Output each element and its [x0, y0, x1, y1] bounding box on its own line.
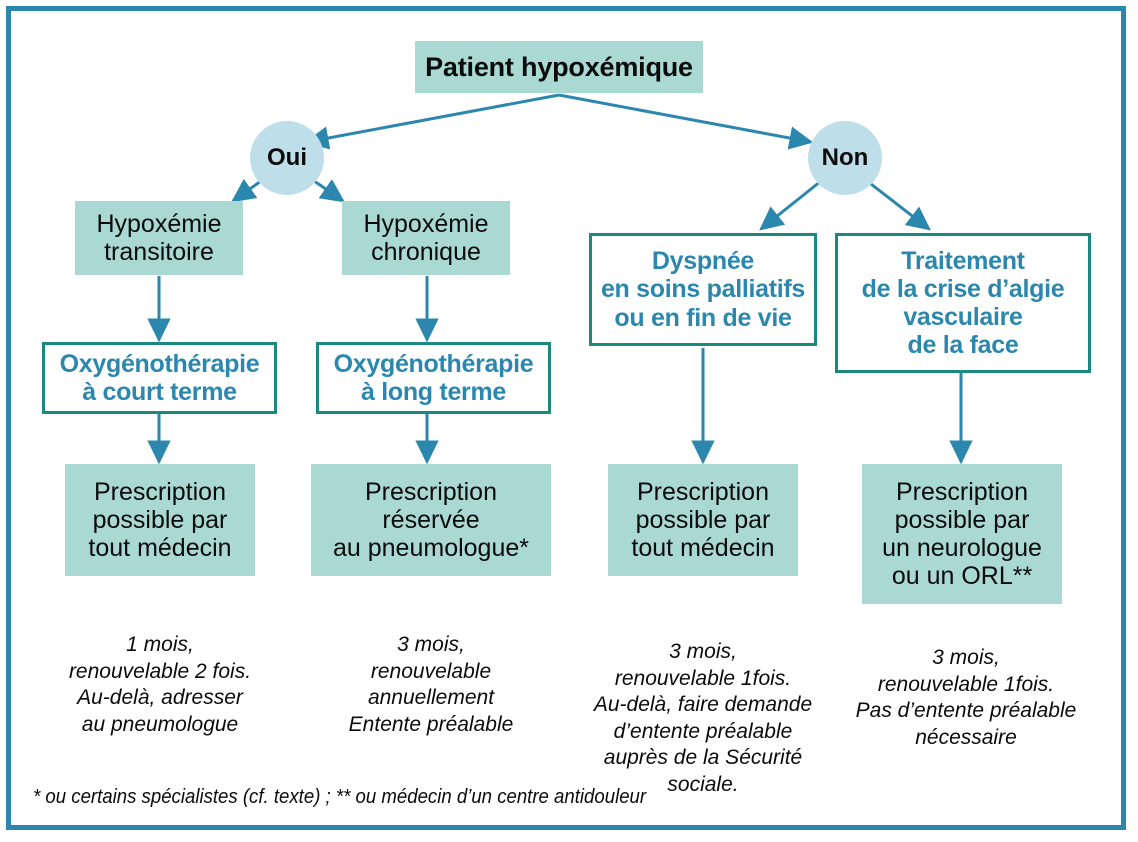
- treatment-node-dyspnee-soins-palliatifs-label: Dyspnée en soins palliatifs ou en fin de…: [600, 247, 806, 332]
- decision-node-non: Non: [808, 121, 882, 195]
- note-branch-2-text: 3 mois, renouvelable annuellement Entent…: [348, 633, 514, 736]
- decision-node-oui: Oui: [250, 121, 324, 195]
- prescriber-node-branch-3: Prescription possible par tout médecin: [608, 464, 798, 576]
- prescriber-node-branch-1: Prescription possible par tout médecin: [65, 464, 255, 576]
- root-node-patient-hypoxemique: Patient hypoxémique: [415, 41, 703, 93]
- decision-node-non-label: Non: [821, 144, 869, 172]
- treatment-node-dyspnee-soins-palliatifs: Dyspnée en soins palliatifs ou en fin de…: [589, 233, 817, 346]
- note-branch-3: 3 mois, renouvelable 1fois. Au-delà, fai…: [573, 613, 833, 798]
- prescriber-node-branch-4: Prescription possible par un neurologue …: [862, 464, 1062, 604]
- treatment-node-algie-vasculaire-face: Traitement de la crise d’algie vasculair…: [835, 233, 1091, 373]
- prescriber-node-branch-2-label: Prescription réservée au pneumologue*: [333, 477, 529, 563]
- prescriber-node-branch-1-label: Prescription possible par tout médecin: [88, 477, 232, 563]
- prescriber-node-branch-4-label: Prescription possible par un neurologue …: [882, 477, 1042, 591]
- prescriber-node-branch-2: Prescription réservée au pneumologue*: [311, 464, 551, 576]
- note-branch-1: 1 mois, renouvelable 2 fois. Au-delà, ad…: [35, 606, 285, 738]
- treatment-node-oxygenotherapie-court-terme-label: Oxygénothérapie à court terme: [59, 349, 260, 406]
- flowchart-figure: Patient hypoxémique Oui Non Hypoxémie tr…: [6, 6, 1126, 830]
- treatment-node-algie-vasculaire-face-label: Traitement de la crise d’algie vasculair…: [861, 246, 1065, 360]
- treatment-node-oxygenotherapie-long-terme: Oxygénothérapie à long terme: [316, 342, 551, 414]
- treatment-node-oxygenotherapie-court-terme: Oxygénothérapie à court terme: [42, 342, 277, 414]
- footnote: * ou certains spécialistes (cf. texte) ;…: [33, 786, 646, 809]
- condition-node-hypoxemie-chronique-label: Hypoxémie chronique: [363, 209, 489, 266]
- note-branch-4: 3 mois, renouvelable 1fois. Pas d’entent…: [846, 619, 1086, 751]
- root-node-label: Patient hypoxémique: [425, 51, 693, 82]
- treatment-node-oxygenotherapie-long-terme-label: Oxygénothérapie à long terme: [333, 349, 534, 406]
- flowchart-canvas: Patient hypoxémique Oui Non Hypoxémie tr…: [11, 11, 1121, 825]
- condition-node-hypoxemie-transitoire: Hypoxémie transitoire: [75, 201, 243, 275]
- note-branch-4-text: 3 mois, renouvelable 1fois. Pas d’entent…: [855, 646, 1077, 749]
- decision-node-oui-label: Oui: [267, 144, 307, 172]
- condition-node-hypoxemie-transitoire-label: Hypoxémie transitoire: [96, 209, 222, 266]
- prescriber-node-branch-3-label: Prescription possible par tout médecin: [631, 477, 775, 563]
- condition-node-hypoxemie-chronique: Hypoxémie chronique: [342, 201, 510, 275]
- footnote-text: * ou certains spécialistes (cf. texte) ;…: [33, 786, 647, 808]
- note-branch-3-text: 3 mois, renouvelable 1fois. Au-delà, fai…: [593, 640, 813, 796]
- note-branch-1-text: 1 mois, renouvelable 2 fois. Au-delà, ad…: [68, 633, 252, 736]
- note-branch-2: 3 mois, renouvelable annuellement Entent…: [311, 606, 551, 738]
